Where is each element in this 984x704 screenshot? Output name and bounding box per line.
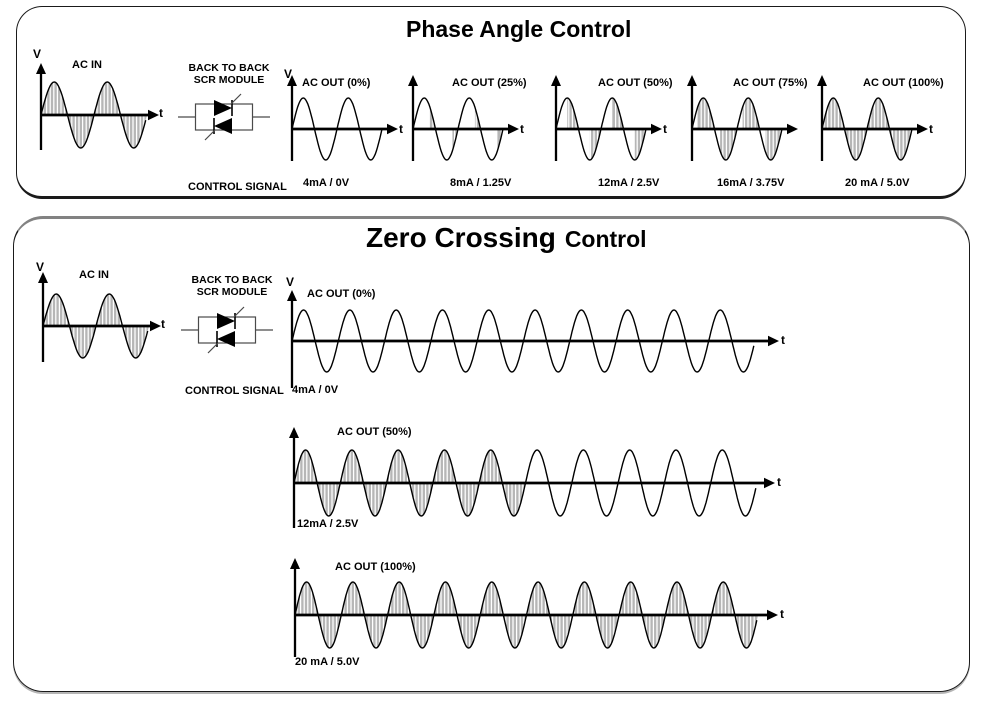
t-axis-label: t [780, 607, 784, 621]
signal-value-0: 4mA / 0V [303, 177, 350, 189]
phase-ac-out-50-wave [551, 75, 662, 161]
phase-angle-panel [16, 6, 966, 199]
t-axis-label: t [663, 122, 667, 136]
phase-ac-out-25-wave [408, 75, 519, 161]
ac-out-0-label: AC OUT (0%) [302, 77, 371, 89]
signal-value-50: 12mA / 2.5V [598, 177, 660, 189]
signal-value-100: 20 mA / 5.0V [845, 177, 910, 189]
zero-panel-title-suffix: Control [564, 226, 647, 252]
zero-signal-value-50: 12mA / 2.5V [297, 518, 359, 530]
signal-value-75: 16mA / 3.75V [717, 177, 785, 189]
scr-module-label-line2: SCR MODULE [196, 285, 268, 298]
phase-ac-out-75-wave [687, 75, 798, 161]
zero-ac-out-100-wave [290, 558, 778, 657]
zero-ac-out-50-label: AC OUT (50%) [337, 426, 412, 438]
t-axis-label: t [159, 106, 163, 120]
t-axis-label: t [781, 333, 785, 347]
t-axis-label: t [777, 475, 781, 489]
zero-ac-out-100-label: AC OUT (100%) [335, 561, 416, 573]
zero-ac-out-0-wave [287, 290, 779, 388]
scr-module-symbol-zero [181, 306, 273, 354]
scr-module-label: BACK TO BACK SCR MODULE [186, 274, 278, 298]
v-axis-label: V [284, 67, 293, 81]
zero-ac-out-50-wave [289, 427, 775, 528]
t-axis-label: t [161, 317, 165, 331]
v-axis-label: V [33, 47, 42, 61]
control-signal-label: CONTROL SIGNAL [188, 181, 287, 193]
zero-panel-title: Zero Crossing Control [366, 224, 647, 252]
zero-signal-value-100: 20 mA / 5.0V [295, 656, 360, 668]
phase-panel-title: Phase Angle Control [406, 16, 632, 42]
zero-panel-title-main: Zero Crossing [366, 222, 556, 253]
t-axis-label: t [399, 122, 403, 136]
phase-ac-out-100-wave [817, 75, 928, 161]
ac-out-75-label: AC OUT (75%) [733, 77, 808, 89]
signal-value-25: 8mA / 1.25V [450, 177, 512, 189]
scr-module-label-line2: SCR MODULE [193, 73, 265, 86]
ac-out-50-label: AC OUT (50%) [598, 77, 673, 89]
control-signal-label: CONTROL SIGNAL [185, 385, 284, 397]
zero-signal-value-0: 4mA / 0V [292, 384, 339, 396]
zero-ac-in-wave [38, 272, 161, 362]
ac-out-25-label: AC OUT (25%) [452, 77, 527, 89]
scr-module-label: BACK TO BACK SCR MODULE [183, 62, 275, 86]
scr-module-label-line1: BACK TO BACK [191, 274, 273, 286]
t-axis-label: t [520, 122, 524, 136]
v-axis-label: V [36, 260, 45, 274]
scr-module-label-line1: BACK TO BACK [188, 62, 270, 74]
zero-ac-out-0-label: AC OUT (0%) [307, 288, 376, 300]
ac-in-label: AC IN [72, 59, 102, 71]
v-axis-label: V [286, 275, 295, 289]
ac-in-label: AC IN [79, 269, 109, 281]
phase-ac-in-wave [36, 63, 159, 150]
t-axis-label: t [929, 122, 933, 136]
ac-out-100-label: AC OUT (100%) [863, 77, 944, 89]
phase-ac-out-0-wave [287, 75, 398, 161]
scr-module-symbol-phase [178, 93, 270, 141]
zero-crossing-panel [13, 216, 970, 692]
